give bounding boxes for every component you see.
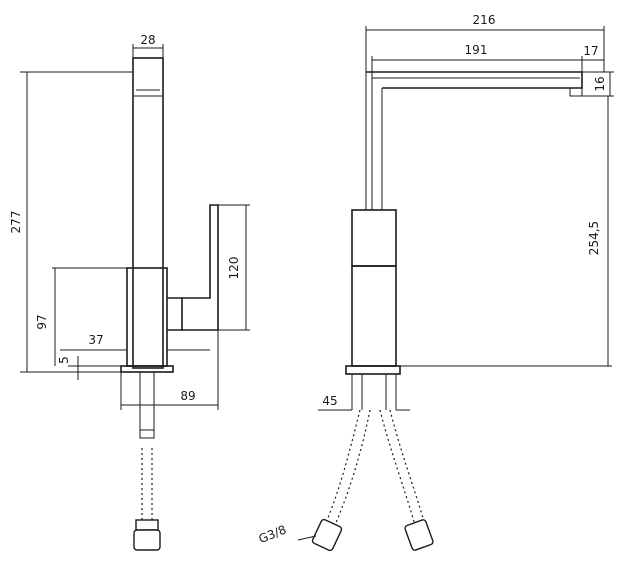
dim-97: 97 xyxy=(35,314,49,329)
side-spout-column xyxy=(365,72,383,210)
side-base xyxy=(345,365,401,375)
side-aerator xyxy=(569,87,583,97)
dim-17: 17 xyxy=(583,44,598,58)
dim-45: 45 xyxy=(322,394,337,408)
front-hose xyxy=(141,448,153,520)
front-spout-column xyxy=(132,57,164,369)
side-body-upper xyxy=(351,209,397,267)
dim-254-5: 254,5 xyxy=(587,221,601,255)
thread-leader xyxy=(297,535,317,541)
side-hose-left xyxy=(324,409,361,526)
dim-89: 89 xyxy=(180,389,195,403)
dim-37: 37 xyxy=(88,333,103,347)
dim-191: 191 xyxy=(465,43,488,57)
side-hose-left-2 xyxy=(334,409,371,526)
side-hose-right-2 xyxy=(389,409,426,526)
front-shank-end xyxy=(139,429,155,439)
dim-120: 120 xyxy=(227,257,241,280)
front-spout-top xyxy=(133,57,164,97)
side-hose-right xyxy=(379,409,416,526)
front-view: 28 277 120 97 37 5 89 xyxy=(9,33,250,551)
side-hose-nut-left xyxy=(311,518,343,552)
front-base xyxy=(120,365,174,373)
front-hose-nut-1 xyxy=(135,519,159,531)
thread-label: G3/8 xyxy=(257,522,289,546)
dim-5: 5 xyxy=(57,356,71,364)
dim-16: 16 xyxy=(593,76,607,91)
side-shank xyxy=(351,374,397,410)
dim-216: 216 xyxy=(473,13,496,27)
dim-277: 277 xyxy=(9,211,23,234)
front-lever xyxy=(182,204,219,331)
side-body-lower xyxy=(351,265,397,367)
front-hose-nut-2 xyxy=(133,529,161,551)
side-view: 216 191 17 16 254,5 45 G3/8 xyxy=(257,13,614,552)
dim-28: 28 xyxy=(140,33,155,47)
side-hose-nut-right xyxy=(404,519,434,551)
side-spout-arm xyxy=(366,71,583,89)
front-lever-base xyxy=(167,297,183,331)
